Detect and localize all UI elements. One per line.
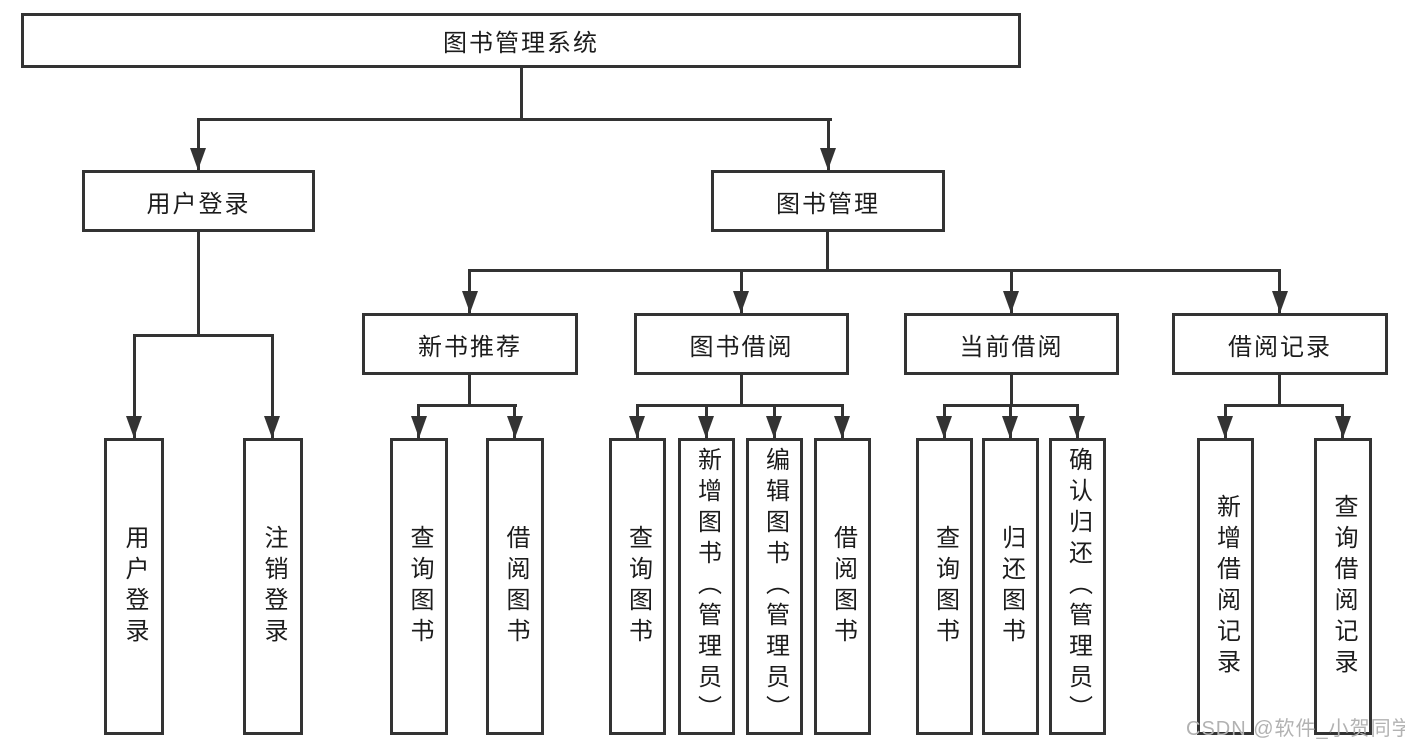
arrow-down-icon bbox=[766, 416, 782, 438]
leaf-query-borrow-record: 查询借阅记录 bbox=[1314, 438, 1372, 735]
leaf-user-login: 用户登录 bbox=[104, 438, 164, 735]
arrow-down-icon bbox=[126, 416, 142, 438]
arrow-down-icon bbox=[629, 416, 645, 438]
connector-line bbox=[468, 269, 1281, 272]
connector-line bbox=[1224, 404, 1344, 407]
leaf-edit-book-admin: 编辑图书（管理员） bbox=[746, 438, 803, 735]
leaf-borrow-borrow-books: 借阅图书 bbox=[814, 438, 871, 735]
arrow-down-icon bbox=[1003, 291, 1019, 313]
arrow-down-icon bbox=[733, 291, 749, 313]
arrow-down-icon bbox=[507, 416, 523, 438]
node-book-management: 图书管理 bbox=[711, 170, 945, 232]
node-borrow-records: 借阅记录 bbox=[1172, 313, 1388, 375]
leaf-logout: 注销登录 bbox=[243, 438, 303, 735]
arrow-down-icon bbox=[936, 416, 952, 438]
leaf-current-query-books: 查询图书 bbox=[916, 438, 973, 735]
connector-line bbox=[271, 334, 274, 438]
connector-line bbox=[197, 118, 200, 170]
arrow-down-icon bbox=[1272, 291, 1288, 313]
node-book-borrow: 图书借阅 bbox=[634, 313, 849, 375]
csdn-watermark: CSDN @软件_小贺同学 bbox=[1186, 718, 1405, 740]
arrow-down-icon bbox=[1217, 416, 1233, 438]
connector-line bbox=[417, 404, 517, 407]
arrow-down-icon bbox=[820, 148, 836, 170]
connector-line bbox=[468, 375, 471, 407]
connector-line bbox=[1010, 375, 1013, 407]
connector-line bbox=[520, 68, 523, 121]
leaf-confirm-return-admin: 确认归还（管理员） bbox=[1049, 438, 1106, 735]
arrow-down-icon bbox=[411, 416, 427, 438]
connector-line bbox=[133, 334, 136, 438]
connector-line bbox=[197, 232, 200, 336]
node-current-borrow: 当前借阅 bbox=[904, 313, 1119, 375]
leaf-recommend-query-books: 查询图书 bbox=[390, 438, 448, 735]
arrow-down-icon bbox=[698, 416, 714, 438]
arrow-down-icon bbox=[190, 148, 206, 170]
arrow-down-icon bbox=[834, 416, 850, 438]
leaf-add-borrow-record: 新增借阅记录 bbox=[1197, 438, 1254, 735]
leaf-recommend-borrow-books: 借阅图书 bbox=[486, 438, 544, 735]
arrow-down-icon bbox=[264, 416, 280, 438]
connector-line bbox=[827, 118, 830, 170]
connector-line bbox=[197, 118, 832, 121]
leaf-borrow-query-books: 查询图书 bbox=[609, 438, 666, 735]
connector-line bbox=[740, 375, 743, 407]
connector-line bbox=[636, 404, 844, 407]
arrow-down-icon bbox=[1002, 416, 1018, 438]
leaf-add-book-admin: 新增图书（管理员） bbox=[678, 438, 735, 735]
arrow-down-icon bbox=[1335, 416, 1351, 438]
connector-line bbox=[133, 334, 274, 337]
arrow-down-icon bbox=[462, 291, 478, 313]
node-user-login: 用户登录 bbox=[82, 170, 315, 232]
connector-line bbox=[826, 232, 829, 272]
node-library-system: 图书管理系统 bbox=[21, 13, 1021, 68]
connector-line bbox=[1278, 375, 1281, 407]
arrow-down-icon bbox=[1069, 416, 1085, 438]
leaf-return-books: 归还图书 bbox=[982, 438, 1039, 735]
node-new-book-recommend: 新书推荐 bbox=[362, 313, 578, 375]
